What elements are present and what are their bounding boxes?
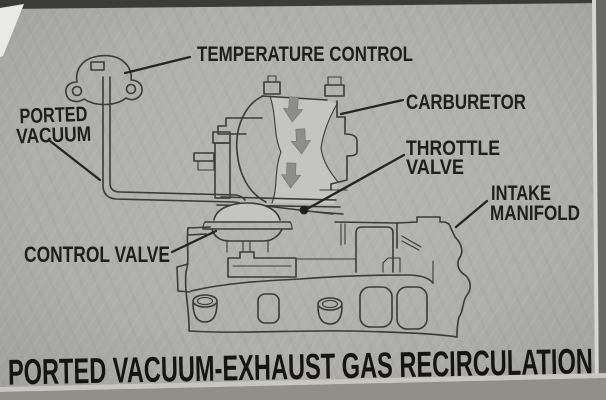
throttle-valve-drawing	[265, 205, 334, 215]
label-intake-manifold-line2: MANIFOLD	[490, 202, 580, 225]
sensor-port	[90, 61, 105, 71]
mount-hole	[125, 83, 137, 95]
diagram-labels: TEMPERATURE CONTROL PORTED VACUUM CARBUR…	[16, 43, 580, 267]
label-intake-manifold-line1: INTAKE	[491, 182, 551, 205]
leader-control-valve	[170, 229, 218, 254]
photo-edge-top	[0, 0, 606, 9]
temperature-control-drawing	[65, 54, 143, 106]
photo-edge-right-light	[592, 0, 599, 400]
down-arrow-icon	[282, 96, 304, 123]
label-ported-vacuum-line2: VACUUM	[16, 123, 92, 149]
label-carburetor: CARBURETOR	[406, 91, 526, 114]
leader-ported-vacuum	[48, 139, 102, 182]
photo-edge-topleft-sliver	[0, 4, 24, 57]
photo-edge-right-dark	[596, 0, 606, 400]
intake-manifold-drawing	[176, 216, 471, 338]
manifold-port	[317, 297, 343, 311]
label-throttle-valve-line1: THROTTLE	[406, 137, 500, 160]
carburetor-drawing	[193, 75, 358, 215]
leader-intake-manifold	[454, 199, 489, 229]
manifold-runner	[396, 286, 428, 330]
label-throttle-valve-line2: VALVE	[406, 156, 464, 179]
leader-temperature-control	[123, 55, 192, 75]
air-flow-arrows	[280, 96, 312, 189]
leader-carburetor	[339, 98, 405, 116]
photo-edge-bottom-strip	[0, 378, 606, 400]
label-control-valve: CONTROL VALVE	[24, 242, 170, 267]
down-arrow-icon	[290, 128, 312, 155]
photo-edge-bottom-light	[0, 373, 606, 392]
mount-hole	[71, 85, 83, 97]
manifold-port	[192, 294, 218, 308]
label-temperature-control: TEMPERATURE CONTROL	[197, 43, 413, 66]
egr-control-valve-drawing	[202, 202, 297, 278]
manifold-runner	[359, 286, 393, 328]
label-ported-vacuum-line1: PORTED	[19, 103, 88, 128]
down-arrow-icon	[280, 162, 302, 189]
leader-throttle-valve	[305, 153, 406, 211]
manifold-runner	[257, 293, 280, 324]
leader-lines	[48, 55, 489, 254]
throttle-shaft-dot	[299, 205, 309, 215]
